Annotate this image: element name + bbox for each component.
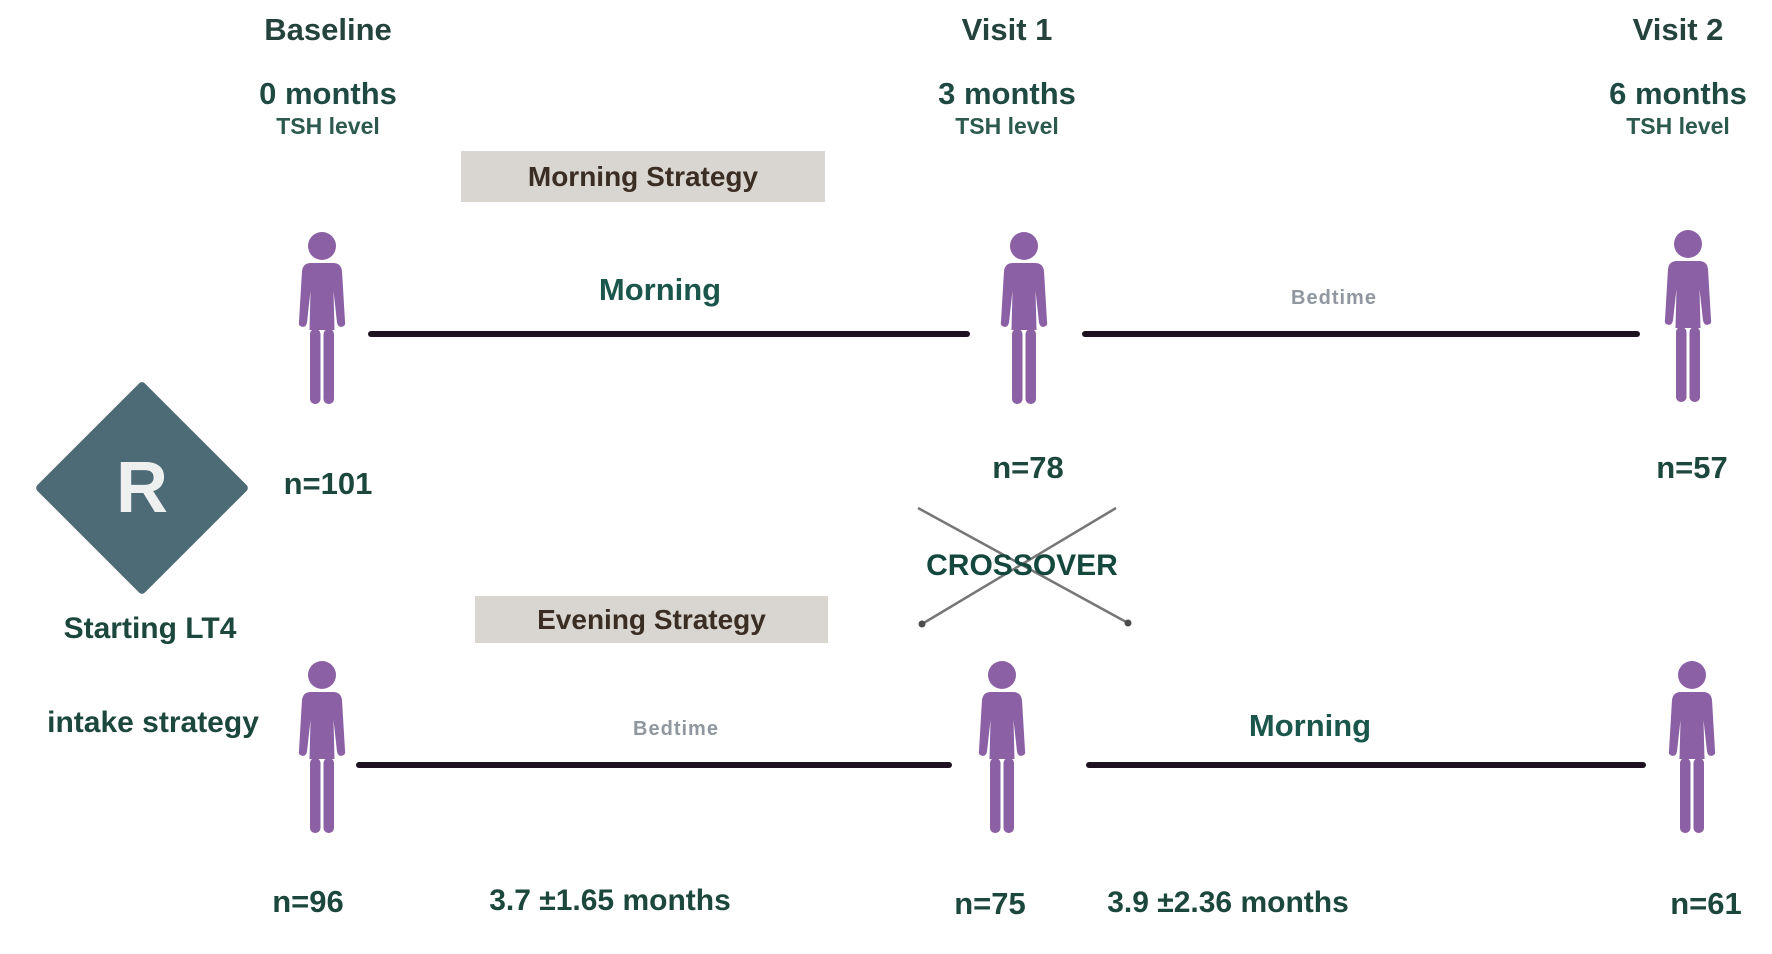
- timepoint-baseline-name: Baseline: [264, 12, 392, 47]
- morning-strategy-box: Morning Strategy: [461, 151, 825, 202]
- bottom-segment1-label: Bedtime: [633, 718, 719, 740]
- timepoint-visit2-time: 6 months: [1609, 76, 1747, 111]
- person-icon-evening-visit1: [978, 661, 1026, 833]
- duration-segment2: 3.9 ±2.36 months: [1107, 886, 1349, 919]
- randomization-diamond: R: [34, 380, 250, 596]
- evening-strategy-box: Evening Strategy: [475, 596, 828, 643]
- timepoint-visit1-measure: TSH level: [955, 113, 1059, 139]
- top-segment1-label: Morning: [598, 272, 722, 307]
- person-icon-morning-visit2: [1664, 230, 1712, 402]
- bottom-segment2-label: Morning: [1248, 708, 1372, 743]
- timepoint-baseline: Baseline 0 months TSH level: [259, 12, 397, 140]
- person-icon-morning-baseline: [298, 232, 346, 404]
- count-evening-baseline: n=96: [272, 884, 344, 919]
- count-morning-visit1: n=78: [992, 450, 1064, 485]
- randomization-caption-line2: intake strategy: [47, 706, 259, 739]
- count-morning-baseline: n=101: [283, 466, 373, 501]
- timepoint-visit2-name: Visit 2: [1632, 12, 1724, 47]
- timepoint-baseline-measure: TSH level: [276, 113, 380, 139]
- evening-strategy-label: Evening Strategy: [537, 603, 766, 635]
- timeline-top-segment2: [1082, 331, 1640, 337]
- count-evening-visit2: n=61: [1670, 886, 1742, 921]
- timepoint-baseline-time: 0 months: [259, 76, 397, 111]
- crossover-x-icon: [917, 506, 1132, 628]
- timepoint-visit2: Visit 2 6 months TSH level: [1609, 12, 1747, 140]
- top-segment2-label: Bedtime: [1291, 287, 1377, 309]
- timeline-bottom-segment1: [356, 762, 952, 768]
- randomization-caption-line1: Starting LT4: [63, 612, 237, 645]
- person-icon-evening-visit2: [1668, 661, 1716, 833]
- timepoint-visit1: Visit 1 3 months TSH level: [938, 12, 1076, 140]
- person-icon-evening-baseline: [298, 661, 346, 833]
- duration-segment1: 3.7 ±1.65 months: [489, 884, 731, 917]
- crossover-label: CROSSOVER: [926, 549, 1118, 582]
- timepoint-visit1-time: 3 months: [938, 76, 1076, 111]
- count-morning-visit2: n=57: [1656, 450, 1728, 485]
- morning-strategy-label: Morning Strategy: [527, 160, 759, 192]
- count-evening-visit1: n=75: [954, 886, 1026, 921]
- timepoint-visit2-measure: TSH level: [1626, 113, 1730, 139]
- timeline-top-segment1: [368, 331, 970, 337]
- timepoint-visit1-name: Visit 1: [961, 12, 1053, 47]
- timeline-bottom-segment2: [1086, 762, 1646, 768]
- randomization-symbol: R: [116, 448, 168, 528]
- person-icon-morning-visit1: [1000, 232, 1048, 404]
